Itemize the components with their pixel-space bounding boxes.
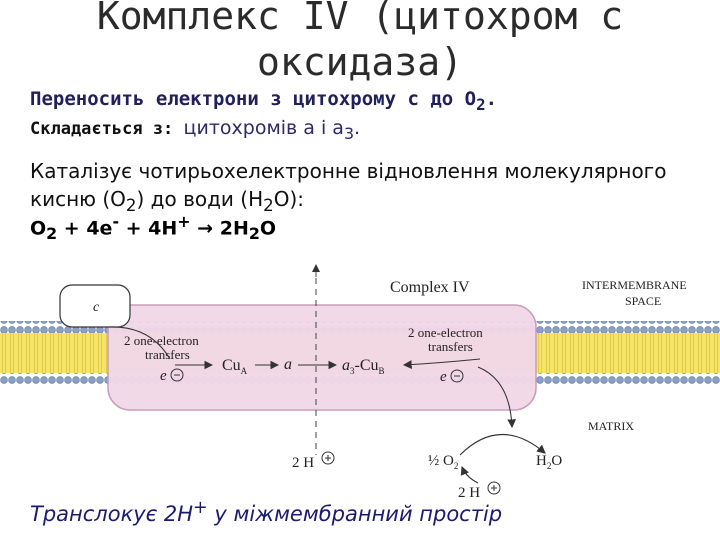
eq-product-end: O (259, 217, 277, 240)
cua-subscript: A (241, 366, 248, 376)
composition-label: Складається з: (30, 119, 174, 139)
catalysis-description: Каталізує чотирьохелектронне відновлення… (30, 157, 666, 220)
left-transfer-curve (107, 326, 171, 360)
cua-text: Cu (222, 357, 241, 374)
electron-to-oxygen-arrow-icon (477, 366, 517, 429)
reaction-equation: O2 + 4e- + 4H+ → 2H2O (30, 212, 276, 243)
left-transfer-label-1: 2 one-electron (124, 333, 199, 348)
intermembrane-label-1: INTERMEMBRANE (582, 278, 687, 292)
eq-electrons: + 4e (57, 217, 113, 240)
half-o2-text: ½ O (428, 453, 454, 469)
eq-plus-sup: + (177, 212, 191, 231)
cub-subscript: B (379, 366, 385, 376)
eq-product: 2H (219, 217, 249, 240)
oxygen-reduction-arrow-icon (459, 434, 546, 456)
transfer-text: Переносить електрони з цитохрому с до О (30, 88, 477, 110)
a3-subscript: 3 (350, 366, 355, 376)
right-transfer-label-1: 2 one-electron (408, 325, 483, 340)
water-o: O (551, 453, 562, 469)
intermembrane-label-2: SPACE (625, 294, 661, 308)
composition-end: . (354, 117, 361, 139)
right-transfer-label-2: transfers (428, 339, 473, 354)
translocation-text: Транслокує 2Н (30, 502, 194, 526)
matrix-label: MATRIX (588, 419, 634, 433)
complex-iv-label: Complex IV (390, 279, 470, 296)
composition-value-text: цитохромів а і а (183, 117, 344, 139)
composition-line: Складається з: цитохромів а і а3. (30, 117, 360, 143)
transfer-end: . (485, 88, 498, 110)
page-title-line-2: оксидаза) (257, 40, 463, 84)
catalysis-line-1: Каталізує чотирьохелектронне відновлення… (30, 159, 667, 183)
cua-label: CuA (222, 357, 248, 376)
transfer-subscript: 2 (476, 94, 486, 114)
cytochrome-c-label: c (93, 300, 100, 315)
left-proton-label: 2 H (292, 455, 314, 471)
right-electron-charge-icon (450, 369, 464, 383)
composition-value: цитохромів а і а3. (183, 117, 361, 143)
catalysis-part-b: ) до води (Н (136, 187, 264, 211)
catalysis-sub-2: 2 (263, 196, 274, 215)
catalysis-part-c: О): (273, 187, 305, 211)
complex-iv-protein (107, 304, 537, 411)
right-proton-charge-icon (487, 481, 501, 495)
translocation-note: Транслокує 2Н+ у міжмембранний простір (30, 498, 502, 526)
page-title-line-1: Комплекс IV (цитохром с (96, 0, 624, 38)
half-o2-subscript: 2 (454, 461, 459, 471)
a3-text: a (342, 357, 350, 374)
eq-arrow: → (190, 217, 220, 240)
half-o2-label: ½ O2 (428, 453, 458, 471)
translocation-sup: + (193, 498, 208, 518)
eq-protons: + 4H (119, 217, 178, 240)
left-proton-charge-icon (321, 451, 335, 465)
cytochrome-c-box (59, 284, 131, 328)
heme-a-label: a (284, 356, 292, 373)
transfer-description: Переносить електрони з цитохрому с до О2… (30, 88, 497, 114)
left-electron: e (160, 368, 167, 384)
eq-o2-sub: 2 (46, 224, 58, 244)
right-electron: e (440, 369, 447, 385)
cub-text: -Cu (355, 357, 379, 374)
left-electron-charge-icon (170, 368, 184, 382)
complex-iv-diagram: c Complex IV INTERMEMBRANE SPACE MATRIX … (0, 264, 720, 501)
a3-cub-label: a3-CuB (342, 357, 385, 376)
composition-subscript: 3 (343, 123, 355, 143)
eq-o2: O (30, 217, 47, 240)
catalysis-part-a: кисню (О (30, 187, 126, 211)
catalysis-sub-1: 2 (125, 196, 137, 215)
proton-uptake-arrow-icon (460, 465, 479, 484)
translocation-end: у міжмембранний простір (207, 502, 503, 526)
right-proton-label: 2 H (458, 485, 480, 501)
water-label: H2O (536, 453, 562, 471)
right-transfer-arrow-icon (402, 358, 481, 369)
catalysis-line-2: кисню (О2) до води (Н2О): (30, 185, 666, 220)
eq-minus-sup: - (112, 212, 120, 231)
water-subscript: 2 (547, 461, 552, 471)
eq-product-sub: 2 (248, 224, 260, 244)
water-h: H (536, 453, 547, 469)
